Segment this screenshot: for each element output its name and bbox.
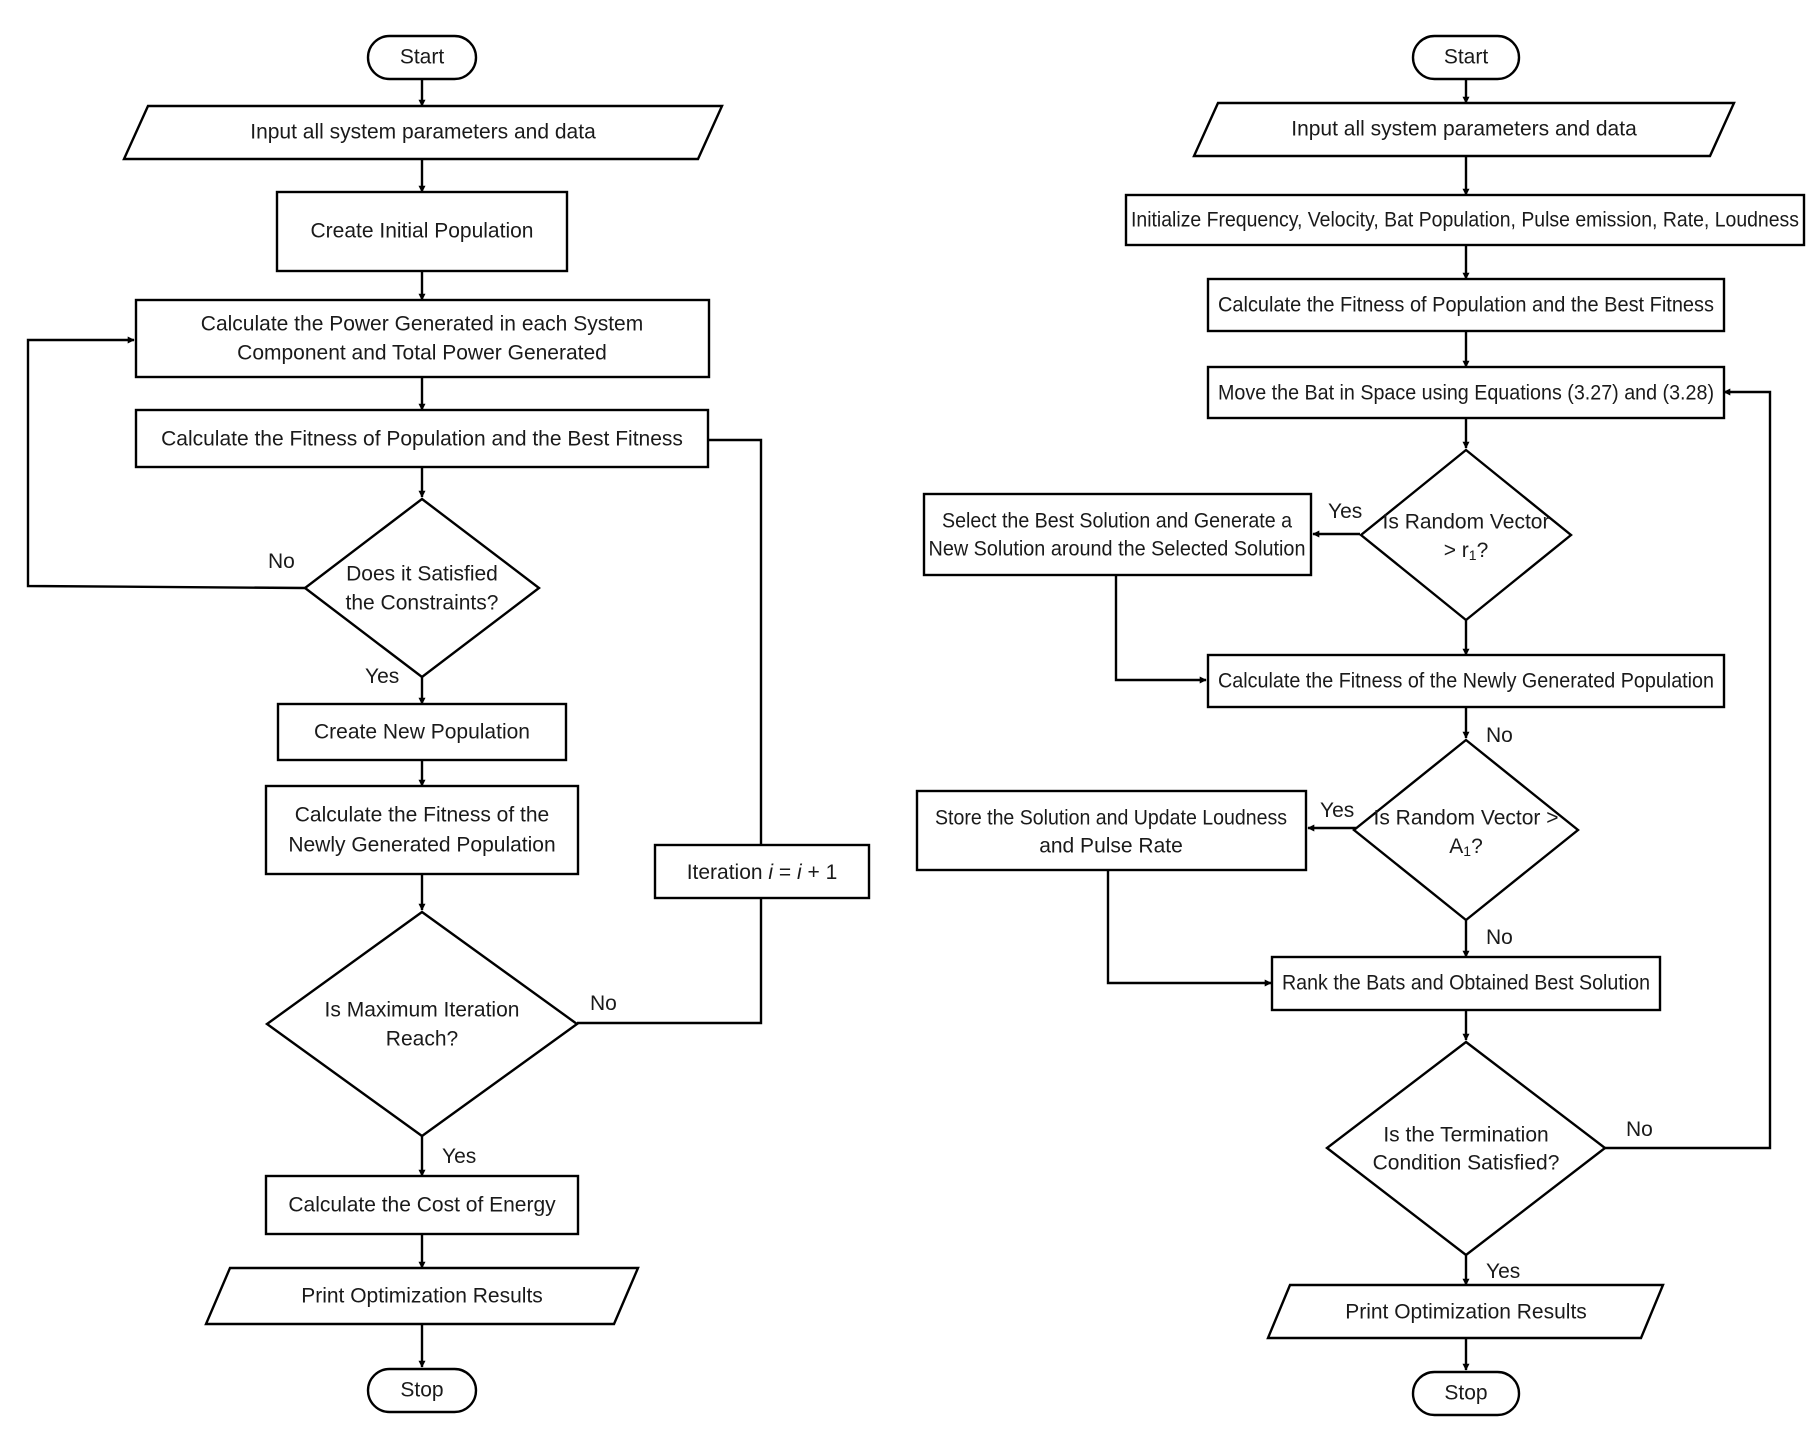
right-move-process: Move the Bat in Space using Equations (3… xyxy=(1206,365,1726,420)
left-cost-process: Calculate the Cost of Energy xyxy=(264,1174,580,1236)
left-create-initial-process: Create Initial Population xyxy=(275,190,569,273)
right-rank-label: Rank the Bats and Obtained Best Solution xyxy=(1282,972,1650,995)
right-store-line2: and Pulse Rate xyxy=(1039,835,1183,858)
left-constraints-yes-label: Yes xyxy=(365,665,399,688)
left-calc-new-fitness-line2: Newly Generated Population xyxy=(288,834,555,857)
right-random-r-line2: > r1? xyxy=(1444,539,1489,564)
right-calc-fitness-process: Calculate the Fitness of Population and … xyxy=(1206,277,1726,333)
right-random-a-decision: Is Random Vector > A1? xyxy=(1352,738,1580,922)
right-input-data: Input all system parameters and data xyxy=(1192,101,1736,158)
right-select-best-process: Select the Best Solution and Generate a … xyxy=(922,492,1313,577)
left-max-iteration-yes-label: Yes xyxy=(442,1145,476,1168)
left-start-terminal: Start xyxy=(366,34,478,81)
left-create-new-process: Create New Population xyxy=(276,702,568,762)
edge-r-select-calcnew xyxy=(1114,575,1207,684)
right-store-line1: Store the Solution and Update Loudness xyxy=(935,807,1287,830)
left-constraints-decision: Does it Satisfied the Constraints? xyxy=(303,497,541,679)
left-create-new-label: Create New Population xyxy=(314,721,530,744)
edge-r-store-rank xyxy=(1106,870,1272,987)
left-create-initial-label: Create Initial Population xyxy=(311,220,534,243)
right-flowchart: Start Input all system parameters and da… xyxy=(915,34,1806,1417)
right-print-label: Print Optimization Results xyxy=(1345,1301,1587,1324)
left-constraints-line1: Does it Satisfied xyxy=(346,563,498,586)
left-cost-label: Calculate the Cost of Energy xyxy=(288,1194,556,1217)
right-random-a-no-label: No xyxy=(1486,926,1513,949)
right-calc-new-fitness-label: Calculate the Fitness of the Newly Gener… xyxy=(1218,670,1714,693)
left-print-label: Print Optimization Results xyxy=(301,1285,543,1308)
left-start-label: Start xyxy=(400,46,445,69)
right-input-label: Input all system parameters and data xyxy=(1291,118,1637,141)
right-termination-line2: Condition Satisfied? xyxy=(1373,1152,1560,1175)
left-max-iteration-no-label: No xyxy=(590,992,617,1015)
edge-maxiter-no xyxy=(577,898,763,1025)
right-stop-label: Stop xyxy=(1444,1382,1487,1405)
right-random-a-yes-label: Yes xyxy=(1320,799,1354,822)
right-random-a-line2: A1? xyxy=(1449,835,1483,860)
left-constraints-line2: the Constraints? xyxy=(346,592,499,615)
right-store-process: Store the Solution and Update Loudness a… xyxy=(915,789,1308,872)
right-termination-yes-label: Yes xyxy=(1486,1260,1520,1283)
right-termination-line1: Is the Termination xyxy=(1383,1124,1548,1147)
right-calc-new-fitness-process: Calculate the Fitness of the Newly Gener… xyxy=(1206,653,1726,709)
right-move-label: Move the Bat in Space using Equations (3… xyxy=(1218,382,1714,405)
left-max-iteration-decision: Is Maximum Iteration Reach? xyxy=(264,910,580,1138)
right-random-r-line1: Is Random Vector xyxy=(1383,511,1550,534)
right-initialize-label: Initialize Frequency, Velocity, Bat Popu… xyxy=(1131,209,1799,232)
left-iteration-label: Iteration i = i + 1 xyxy=(687,861,838,884)
left-flowchart: Start Input all system parameters and da… xyxy=(26,34,871,1414)
right-select-best-line1: Select the Best Solution and Generate a xyxy=(942,510,1292,533)
edge-iteration-back xyxy=(708,438,763,845)
left-input-label: Input all system parameters and data xyxy=(250,121,596,144)
right-stop-terminal: Stop xyxy=(1411,1370,1521,1417)
right-initialize-process: Initialize Frequency, Velocity, Bat Popu… xyxy=(1124,193,1806,247)
left-connectors xyxy=(26,79,763,1368)
left-max-iteration-line2: Reach? xyxy=(386,1028,458,1051)
left-print-output: Print Optimization Results xyxy=(204,1266,640,1326)
right-print-output: Print Optimization Results xyxy=(1266,1283,1665,1340)
right-termination-decision: Is the Termination Condition Satisfied? xyxy=(1325,1040,1607,1257)
right-select-best-line2: New Solution around the Selected Solutio… xyxy=(929,538,1306,561)
left-input-data: Input all system parameters and data xyxy=(122,104,724,161)
left-calc-power-process: Calculate the Power Generated in each Sy… xyxy=(134,298,711,379)
edge-constraints-no-loop xyxy=(26,336,306,590)
left-calc-power-line2: Component and Total Power Generated xyxy=(237,342,607,365)
left-calc-fitness-process: Calculate the Fitness of Population and … xyxy=(134,408,710,469)
left-calc-new-fitness-process: Calculate the Fitness of the Newly Gener… xyxy=(264,784,580,876)
right-random-r-decision: Is Random Vector > r1? xyxy=(1359,448,1573,622)
right-calc-fitness-label: Calculate the Fitness of Population and … xyxy=(1218,294,1714,317)
right-start-terminal: Start xyxy=(1411,34,1521,81)
right-rank-process: Rank the Bats and Obtained Best Solution xyxy=(1270,955,1662,1012)
left-stop-terminal: Stop xyxy=(366,1367,478,1414)
left-stop-label: Stop xyxy=(400,1379,443,1402)
edge-r-term-no-loop xyxy=(1604,388,1772,1150)
right-random-r-yes-label: Yes xyxy=(1328,500,1362,523)
right-start-label: Start xyxy=(1444,46,1489,69)
right-random-a-line1: Is Random Vector > xyxy=(1373,807,1558,830)
left-constraints-no-label: No xyxy=(268,550,295,573)
left-max-iteration-line1: Is Maximum Iteration xyxy=(325,999,520,1022)
right-calc-new-no-label: No xyxy=(1486,724,1513,747)
left-calc-new-fitness-line1: Calculate the Fitness of the xyxy=(295,804,549,827)
left-calc-fitness-label: Calculate the Fitness of Population and … xyxy=(161,428,683,451)
right-termination-no-label: No xyxy=(1626,1118,1653,1141)
left-calc-power-line1: Calculate the Power Generated in each Sy… xyxy=(201,313,643,336)
right-connectors xyxy=(1106,79,1772,1371)
left-iteration-process: Iteration i = i + 1 xyxy=(653,843,871,900)
